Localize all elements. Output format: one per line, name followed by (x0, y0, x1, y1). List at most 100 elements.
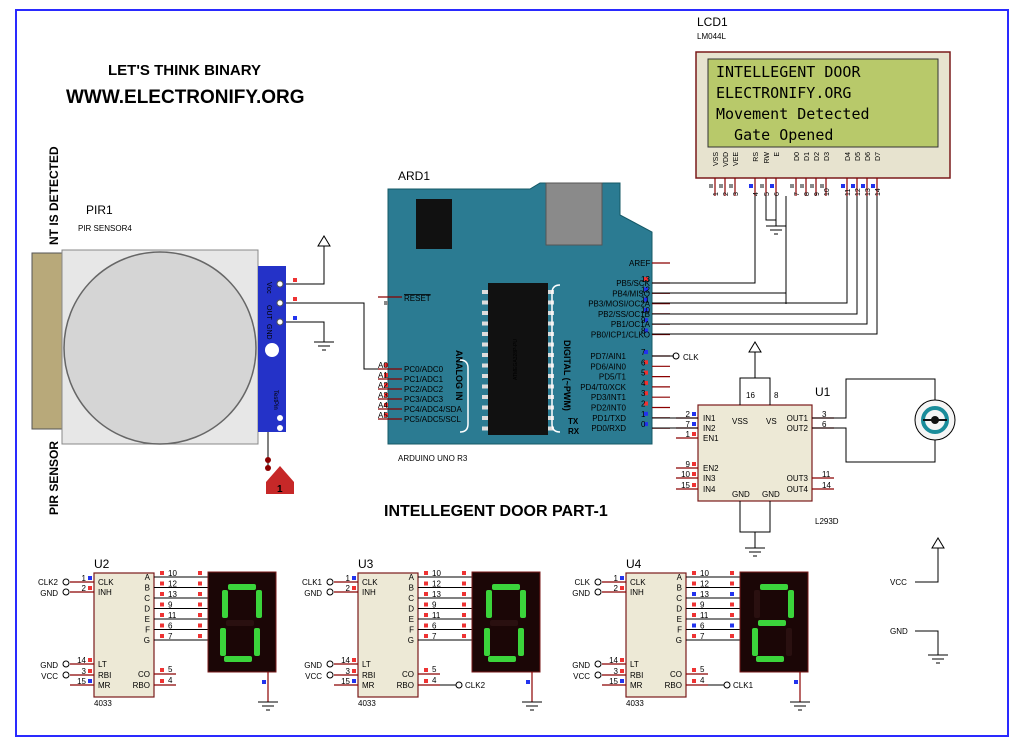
lcd-pin-marker (871, 184, 875, 188)
counter-rbi-net: VCC (305, 672, 322, 681)
counter-co-label: CO (402, 670, 414, 679)
counter-model: 4033 (94, 699, 112, 708)
wire-pir-out-to-a0 (304, 302, 380, 370)
clk-net-dot (594, 578, 602, 586)
counter-pin-num: 14 (77, 656, 86, 665)
counter-ref: U3 (358, 557, 374, 571)
driver-pin-marker (692, 412, 696, 416)
lcd-pin-number: 11 (845, 189, 852, 196)
analog-pin-marker (384, 373, 388, 377)
lt-net-dot (326, 660, 334, 668)
chip-leg-right (548, 426, 554, 431)
chip-leg-right (548, 300, 554, 305)
display-seg-marker (730, 634, 734, 638)
chip-leg-right (548, 416, 554, 420)
counter-body (625, 572, 687, 698)
counter-seg-num: 9 (700, 601, 705, 610)
counter-seg-label: D (676, 605, 682, 614)
segment-g (490, 620, 518, 626)
display-seg-marker (198, 592, 202, 596)
driver-pin-num: 11 (822, 470, 831, 479)
driver-pin-num: 14 (822, 481, 831, 490)
counter-group-u2[interactable]: U24033CLK1INH2LT14RBI3MR15CLK2GNDGNDVCCA… (38, 557, 278, 711)
counter-seg-num: 11 (432, 611, 441, 620)
dc-motor[interactable] (914, 399, 956, 441)
analog-pin-name: A1 (378, 371, 388, 380)
lcd-pin-label: VSS (713, 152, 720, 166)
chip-leg-right (548, 384, 554, 389)
display-common-marker (794, 680, 798, 684)
lcd-pin-number: 3 (733, 192, 740, 196)
counter-group-u3[interactable]: U34033CLK1INH2LT14RBI3MR15CLK1GNDGNDVCCA… (302, 557, 542, 711)
counter-seg-label: B (409, 584, 414, 593)
display-seg-marker (730, 602, 734, 607)
counter-pin-label: MR (98, 681, 111, 690)
driver-pin-num: 9 (686, 460, 691, 469)
rbi-net-dot (326, 671, 334, 679)
driver-gnd-label: GND (762, 490, 780, 499)
driver-pin-8: 8 (774, 391, 779, 400)
digital-pin-label: PB0/ICP1/CLKO (591, 331, 650, 340)
counter-rbo-num: 4 (168, 676, 173, 685)
driver-pin-marker (692, 422, 696, 426)
counter-pin-marker (352, 679, 356, 683)
chip-leg-left (482, 363, 488, 368)
driver-pin-marker (692, 432, 696, 436)
digital-pin-label: PD1/TXD (592, 414, 626, 423)
driver-pin-label: IN1 (703, 414, 716, 423)
counter-seg-marker (692, 602, 696, 607)
digital-pin-label: PB5/SCK (616, 279, 650, 288)
lcd-line-4: Gate Opened (716, 126, 833, 144)
digital-pin-marker (644, 422, 648, 427)
counter-rbo-label: RBO (665, 681, 682, 690)
counter-pin-marker (88, 658, 92, 662)
driver-pin-label: OUT3 (787, 474, 809, 483)
lcd-pin-label: E (774, 152, 781, 157)
analog-pin-marker (384, 413, 388, 417)
chip-leg-left (482, 416, 488, 420)
counter-seg-num: 6 (700, 622, 705, 631)
counter-pin-marker (88, 669, 92, 673)
gnd-net-label: GND (890, 627, 908, 636)
counter-pin-marker (620, 669, 624, 673)
lcd-line-2: ELECTRONIFY.ORG (716, 84, 851, 102)
counter-pin-label: RBI (630, 671, 643, 680)
counter-pin-num: 15 (77, 677, 86, 686)
counter-seg-num: 10 (432, 569, 441, 578)
lcd-pin-marker (820, 184, 824, 188)
chip-leg-right (548, 405, 554, 410)
display-seg-marker (462, 634, 466, 638)
display-seg-marker (462, 613, 466, 617)
display-seg-marker (462, 623, 466, 628)
pir-pin-out-label: OUT (265, 305, 272, 321)
digital-pin-label: PD6/AIN0 (590, 362, 626, 371)
segment-b (788, 590, 794, 618)
arduino-uno[interactable]: ARD1 ATMEGA328P-PU ANALOG IN DIGITAL (~P… (387, 169, 653, 463)
counter-pin-marker (88, 679, 92, 683)
driver-vs-label: VS (766, 417, 777, 426)
lcd-pin-marker (709, 184, 713, 188)
pir-sensor[interactable]: PIR1 PIR SENSOR4 Vcc OUT GND TestPin (31, 203, 286, 445)
lcd-model: LM044L (697, 32, 726, 41)
pir-testpin-label: TestPin (272, 390, 278, 410)
digital-pin-label: PD5/T1 (599, 373, 627, 382)
counter-pin-num: 14 (341, 656, 350, 665)
counter-seg-label: B (145, 584, 150, 593)
lcd-module[interactable]: LCD1 LM044L INTELLEGENT DOOR ELECTRONIFY… (695, 15, 951, 196)
counter-seg-marker (424, 581, 428, 586)
counter-seg-num: 7 (432, 632, 437, 641)
digital-pin-marker (644, 297, 648, 302)
counter-seg-num: 11 (168, 611, 177, 620)
rbo-marker (692, 679, 696, 683)
counter-model: 4033 (626, 699, 644, 708)
counter-pin-label: LT (630, 660, 639, 669)
lcd-line-1: INTELLEGENT DOOR (716, 63, 861, 81)
counter-seg-label: C (408, 594, 414, 603)
brand-line1: LET'S THINK BINARY (108, 62, 261, 79)
lcd-pin-label: VEE (733, 152, 740, 166)
digital-pin-marker (644, 411, 648, 416)
logic-state-probe[interactable] (266, 466, 294, 494)
